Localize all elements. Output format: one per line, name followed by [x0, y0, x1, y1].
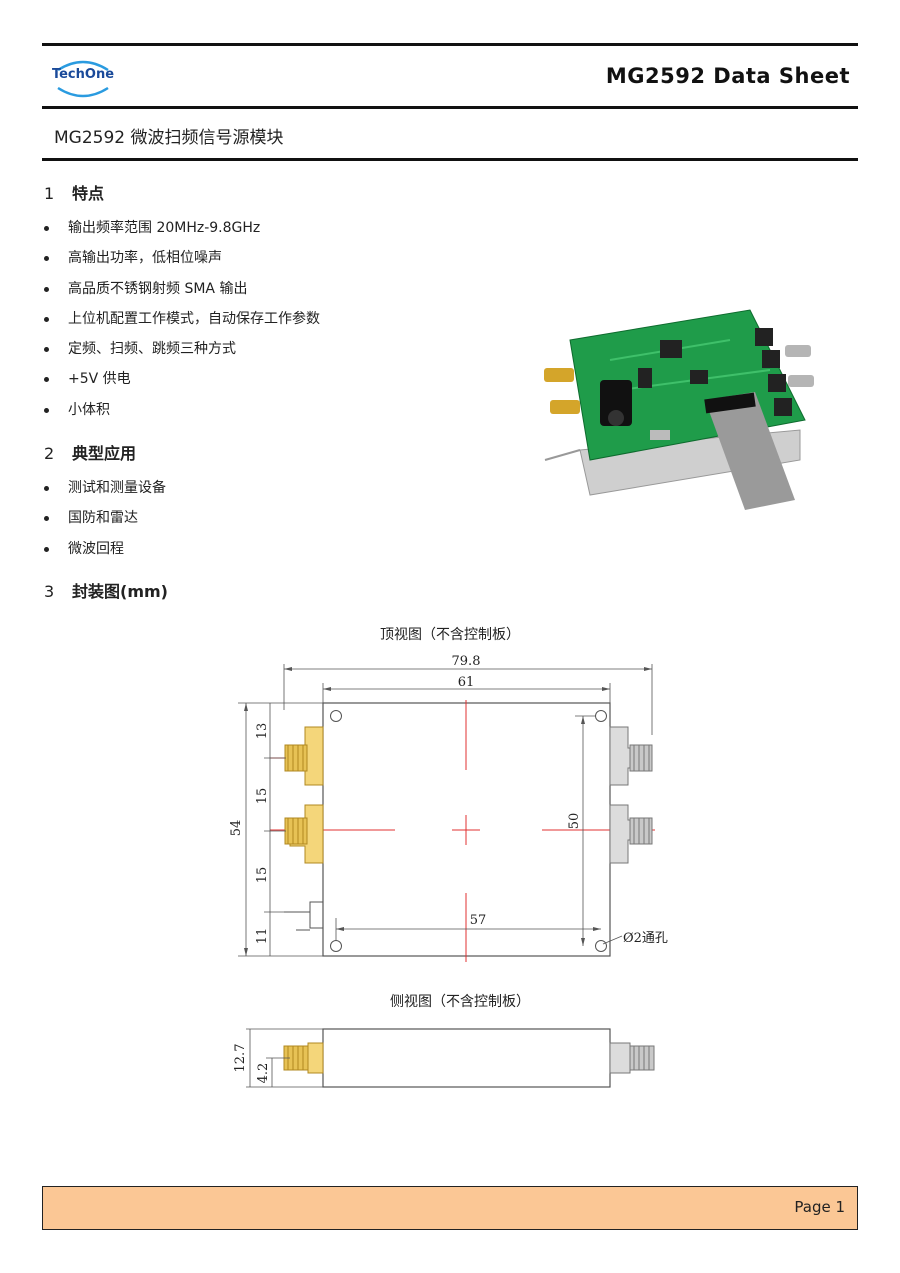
list-item: 定频、扫频、跳频三种方式: [44, 339, 320, 369]
sma-connector-left-bottom: [284, 804, 324, 864]
section-title: 封装图(mm): [72, 582, 168, 601]
header-mid-rule: [42, 106, 858, 109]
list-item: 微波回程: [44, 539, 166, 569]
header-top-rule: [42, 43, 858, 46]
dim-11: 11: [255, 928, 270, 945]
top-view-caption: 顶视图（不含控制板）: [380, 627, 520, 643]
list-item-text: 小体积: [68, 401, 110, 418]
list-item-text: 定频、扫频、跳频三种方式: [68, 341, 236, 358]
list-item: 高品质不锈钢射频 SMA 输出: [44, 279, 320, 309]
list-item-text: 上位机配置工作模式，自动保存工作参数: [68, 310, 320, 327]
section-title: 特点: [72, 184, 105, 203]
features-list: 输出频率范围 20MHz-9.8GHz 高输出功率，低相位噪声 高品质不锈钢射频…: [44, 218, 320, 430]
list-item-text: +5V 供电: [68, 371, 131, 388]
dim-body-width: 61: [458, 675, 475, 690]
document-title: MG2592 Data Sheet: [605, 64, 850, 88]
sma-connector-right-bottom: [609, 804, 653, 864]
list-item: 上位机配置工作模式，自动保存工作参数: [44, 309, 320, 339]
bullet-icon: [44, 486, 49, 491]
list-item-text: 高品质不锈钢射频 SMA 输出: [68, 280, 248, 297]
list-item-text: 输出频率范围 20MHz-9.8GHz: [68, 220, 261, 236]
module-board-illustration: [544, 309, 814, 510]
bullet-icon: [44, 407, 49, 413]
section-heading-package: 3 封装图(mm): [44, 578, 168, 602]
bullet-icon: [44, 347, 49, 353]
section-title: 典型应用: [72, 444, 137, 463]
sma-connector-side-right: [609, 1042, 655, 1074]
list-item: 输出频率范围 20MHz-9.8GHz: [44, 218, 320, 248]
section-number: 1: [44, 184, 55, 203]
sma-connector-right-top: [609, 726, 653, 786]
list-item: 国防和雷达: [44, 508, 166, 538]
applications-list: 测试和测量设备 国防和雷达 微波回程: [44, 478, 166, 569]
sma-connector-left-top: [284, 726, 324, 786]
list-item: 测试和测量设备: [44, 478, 166, 508]
list-item-text: 国防和雷达: [68, 510, 138, 527]
bullet-icon: [44, 377, 49, 383]
logo-text: TechOne: [51, 67, 115, 82]
dim-15a: 15: [255, 788, 270, 805]
bullet-icon: [44, 546, 49, 552]
side-body-outline: [322, 1028, 611, 1088]
page-number: Page 1: [794, 1198, 845, 1216]
dim-13: 13: [255, 723, 270, 740]
hole-label: Ø2通孔: [623, 931, 668, 946]
list-item: 小体积: [44, 400, 320, 430]
page-footer: Page 1: [42, 1186, 858, 1230]
dim-57: 57: [470, 913, 487, 928]
side-dim-offset: 4.2: [256, 1063, 271, 1084]
side-dim-height: 12.7: [233, 1044, 248, 1073]
product-photo: [530, 300, 820, 510]
section-heading-applications: 2 典型应用: [44, 440, 136, 464]
techone-logo: TechOne: [50, 56, 116, 100]
header-bottom-rule: [42, 158, 858, 161]
bullet-icon: [44, 226, 49, 231]
bullet-icon: [44, 316, 49, 322]
bullet-icon: [44, 286, 49, 292]
dim-15b: 15: [255, 867, 270, 884]
page-subtitle: MG2592 微波扫频信号源模块: [54, 128, 284, 148]
list-item-text: 微波回程: [68, 540, 124, 557]
bullet-icon: [44, 256, 49, 262]
dim-50: 50: [567, 813, 582, 830]
section-number: 3: [44, 582, 55, 601]
dim-total-width: 79.8: [452, 654, 481, 669]
list-item: 高输出功率，低相位噪声: [44, 248, 320, 278]
bullet-icon: [44, 516, 49, 522]
logo-swoosh-icon: [57, 60, 109, 98]
section-heading-features: 1 特点: [44, 180, 104, 204]
list-item: +5V 供电: [44, 369, 320, 399]
list-item-text: 测试和测量设备: [68, 480, 166, 496]
side-view-caption: 侧视图（不含控制板）: [390, 994, 530, 1010]
section-number: 2: [44, 444, 55, 463]
dim-height: 54: [229, 820, 244, 837]
list-item-text: 高输出功率，低相位噪声: [68, 250, 222, 267]
